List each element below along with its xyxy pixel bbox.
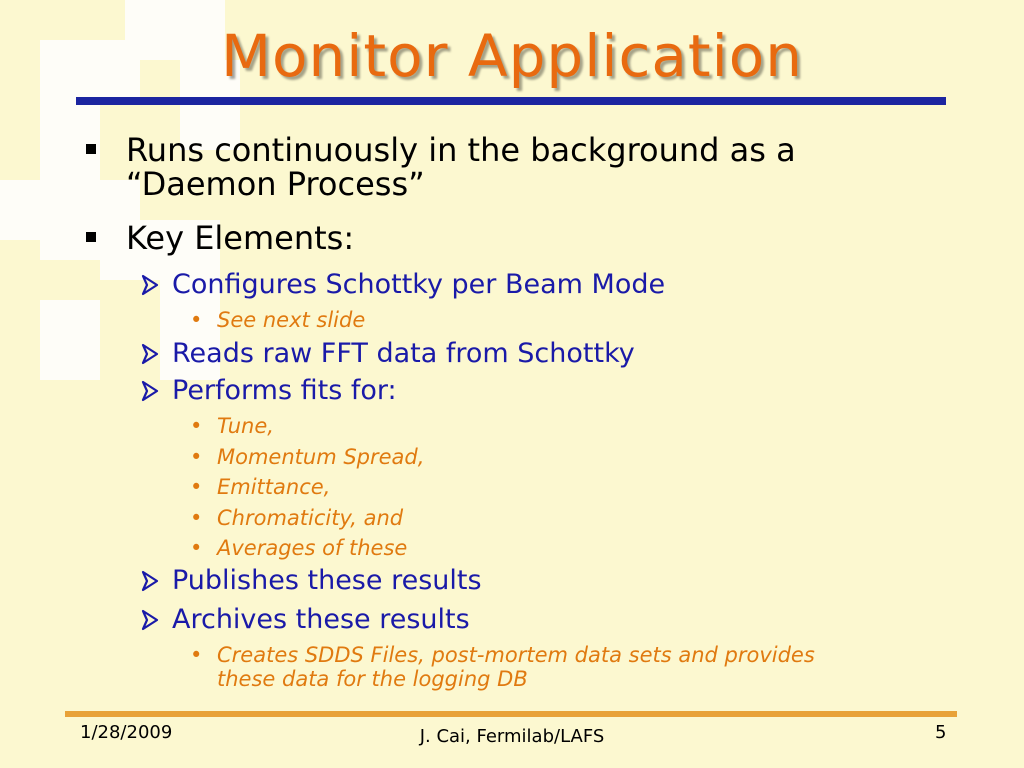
arrow-bullet-icon [140, 339, 166, 369]
bullet-text: Configures Schottky per Beam Mode [172, 269, 666, 300]
bullet-text: Creates SDDS Files, post-mortem data set… [217, 643, 815, 667]
dot-bullet-icon: • [190, 445, 203, 469]
bullet-text: Key Elements: [126, 219, 355, 257]
square-bullet-icon [86, 232, 96, 242]
bullet-text: Chromaticity, and [217, 506, 404, 530]
square-bullet-icon [86, 144, 96, 154]
bullet-text: “Daemon Process” [126, 165, 425, 203]
title-rule [76, 97, 946, 105]
arrow-bullet-icon [140, 376, 166, 406]
bullet-text: Tune, [217, 414, 274, 438]
fermilab-logo-watermark-icon [0, 0, 240, 380]
bullet-text: See next slide [217, 308, 366, 332]
dot-bullet-icon: • [190, 643, 203, 667]
dot-bullet-icon: • [190, 414, 203, 438]
bullet-text: Publishes these results [172, 565, 482, 596]
bullet-text: Emittance, [217, 475, 331, 499]
bullet-text: Momentum Spread, [217, 445, 425, 469]
page-number: 5 [935, 722, 947, 743]
bullet-text: Archives these results [172, 604, 470, 635]
dot-bullet-icon: • [190, 506, 203, 530]
bullet-text: Averages of these [217, 536, 408, 560]
arrow-bullet-icon [140, 605, 166, 635]
bullet-text: Performs fits for: [172, 375, 397, 406]
bullet-text: Reads raw FFT data from Schottky [172, 338, 635, 369]
dot-bullet-icon: • [190, 475, 203, 499]
dot-bullet-icon: • [190, 536, 203, 560]
bullet-text: these data for the logging DB [217, 667, 528, 691]
bullet-text: Runs continuously in the background as a [126, 131, 796, 169]
footer-rule [65, 711, 957, 717]
arrow-bullet-icon [140, 566, 166, 596]
footer-author: J. Cai, Fermilab/LAFS [419, 726, 605, 747]
slide-title: Monitor Application [221, 22, 803, 90]
footer-date: 1/28/2009 [80, 722, 173, 743]
dot-bullet-icon: • [190, 308, 203, 332]
arrow-bullet-icon [140, 270, 166, 300]
